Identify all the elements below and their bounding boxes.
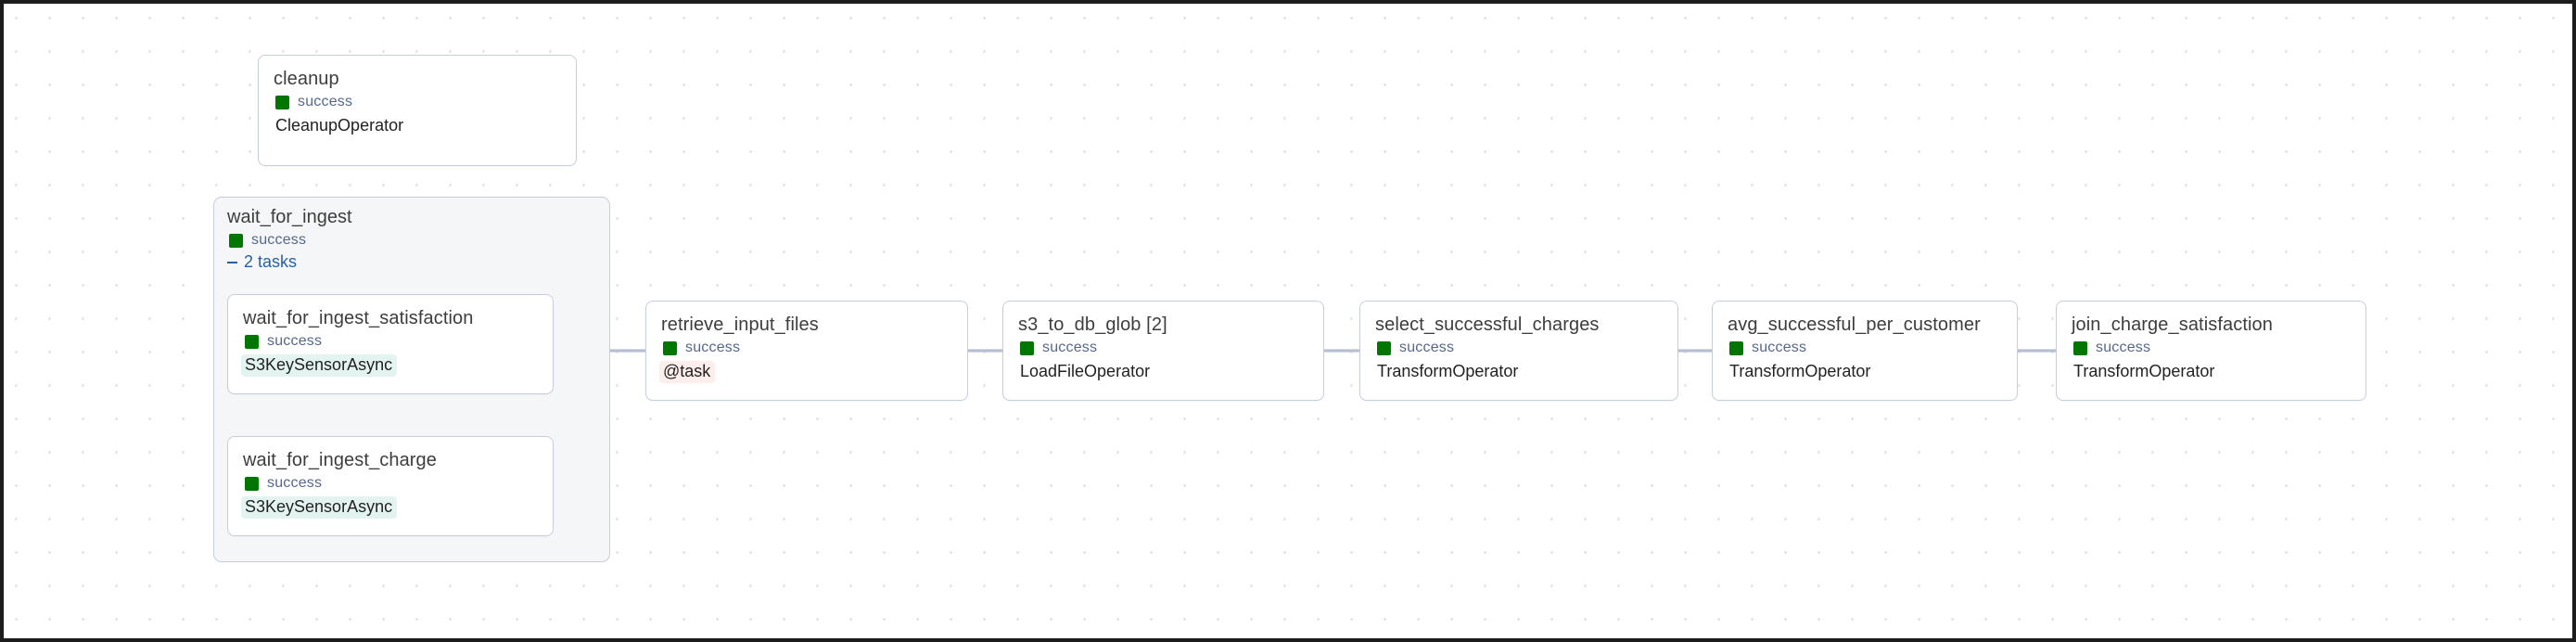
task-state-label: success (2096, 340, 2151, 355)
status-swatch-success-icon (663, 340, 677, 355)
task-operator-label: TransformOperator (2073, 362, 2215, 380)
task-state-label: success (267, 333, 323, 349)
task-node-join-charge-satisfaction[interactable]: join_charge_satisfaction success Transfo… (2056, 301, 2366, 401)
task-operator-label: S3KeySensorAsync (241, 354, 398, 377)
task-node-wait-for-ingest-charge[interactable]: wait_for_ingest_charge success S3KeySens… (227, 436, 554, 536)
task-group-title: wait_for_ingest (227, 207, 352, 227)
task-node-title: cleanup (274, 69, 339, 89)
task-state-row: success (243, 334, 538, 349)
status-swatch-success-icon (245, 476, 259, 491)
task-state-row: success (274, 95, 561, 109)
task-node-title: select_successful_charges (1375, 315, 1600, 335)
status-swatch-success-icon (275, 95, 289, 109)
status-swatch-success-icon (1377, 340, 1391, 355)
status-swatch-success-icon (245, 334, 259, 349)
task-node-select-successful-charges[interactable]: select_successful_charges success Transf… (1359, 301, 1678, 401)
status-swatch-success-icon (1020, 340, 1034, 355)
task-state-row: success (243, 476, 538, 491)
task-operator-label: S3KeySensorAsync (241, 496, 398, 519)
task-node-retrieve-input-files[interactable]: retrieve_input_files success @task (645, 301, 968, 401)
task-state-row: success (1375, 340, 1663, 355)
task-group-state-row: success (227, 233, 352, 248)
task-group-collapse-toggle[interactable]: 2 tasks (227, 253, 352, 270)
task-operator-label: TransformOperator (1729, 362, 1871, 380)
status-swatch-success-icon (1729, 340, 1743, 355)
task-group-wait-for-ingest[interactable]: wait_for_ingest success 2 tasks wait_for… (213, 197, 610, 562)
task-node-wait-for-ingest-satisfaction[interactable]: wait_for_ingest_satisfaction success S3K… (227, 294, 554, 394)
task-operator-label: LoadFileOperator (1020, 362, 1151, 380)
task-state-label: success (1399, 340, 1455, 355)
dag-graph-canvas[interactable]: cleanup success CleanupOperator wait_for… (4, 4, 2572, 638)
task-state-label: success (1752, 340, 1807, 355)
task-node-title: s3_to_db_glob [2] (1018, 315, 1167, 335)
task-node-title: join_charge_satisfaction (2072, 315, 2273, 335)
task-node-title: retrieve_input_files (661, 315, 819, 335)
task-node-cleanup[interactable]: cleanup success CleanupOperator (258, 55, 577, 166)
task-node-title: wait_for_ingest_charge (243, 450, 437, 470)
task-state-row: success (1728, 340, 2002, 355)
task-operator-label: CleanupOperator (275, 116, 404, 135)
task-operator-label: @task (659, 361, 716, 383)
task-state-row: success (661, 340, 952, 355)
task-node-s3-to-db-glob[interactable]: s3_to_db_glob [2] success LoadFileOperat… (1002, 301, 1324, 401)
task-node-avg-successful-per-customer[interactable]: avg_successful_per_customer success Tran… (1712, 301, 2018, 401)
task-node-title: avg_successful_per_customer (1728, 315, 1981, 335)
status-swatch-success-icon (2073, 340, 2087, 355)
task-state-label: success (685, 340, 741, 355)
task-state-label: success (298, 94, 353, 109)
task-state-row: success (1018, 340, 1308, 355)
task-state-label: success (1042, 340, 1098, 355)
task-state-label: success (267, 475, 323, 491)
task-group-header: wait_for_ingest success 2 tasks (227, 207, 352, 270)
task-state-row: success (2072, 340, 2351, 355)
task-operator-label: TransformOperator (1377, 362, 1519, 380)
task-group-count-label: 2 tasks (244, 252, 298, 271)
minus-icon (227, 257, 237, 267)
task-node-title: wait_for_ingest_satisfaction (243, 308, 474, 328)
task-group-state-label: success (251, 232, 307, 248)
status-swatch-success-icon (229, 233, 243, 248)
